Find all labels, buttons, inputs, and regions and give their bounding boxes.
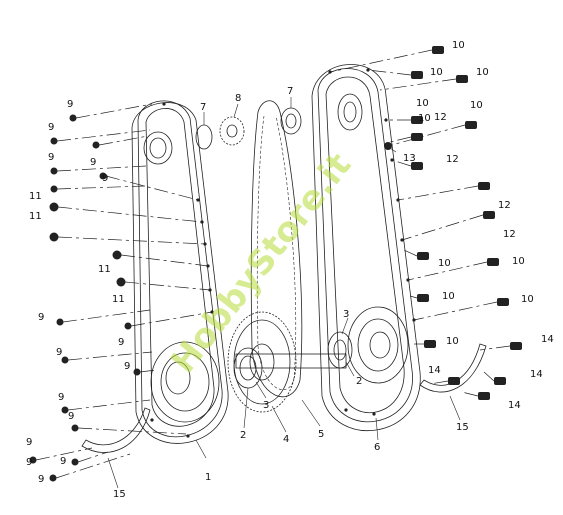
label-part-9: 9 bbox=[124, 361, 130, 372]
guard-arc-right bbox=[419, 343, 487, 393]
upper-bearing-assembly bbox=[195, 107, 302, 150]
label-part-9: 9 bbox=[56, 347, 62, 358]
part-number-labels: 1 2 2 3 3 4 5 6 7 7 8 9 9 9 9 9 9 9 9 9 … bbox=[26, 40, 554, 500]
lower-sprocket bbox=[227, 311, 297, 413]
label-part-9: 9 bbox=[102, 173, 108, 184]
label-part-12: 12 bbox=[434, 112, 447, 123]
label-part-10: 10 bbox=[418, 113, 431, 124]
label-part-13: 13 bbox=[403, 153, 416, 164]
label-part-10: 10 bbox=[430, 67, 443, 78]
left-chain-case-housing bbox=[131, 100, 229, 444]
label-part-1: 1 bbox=[205, 472, 211, 483]
label-part-9: 9 bbox=[26, 457, 32, 468]
right-chain-case-housing bbox=[311, 64, 421, 431]
label-part-3-right: 3 bbox=[343, 309, 349, 320]
label-part-9: 9 bbox=[26, 437, 32, 448]
label-part-11: 11 bbox=[112, 294, 125, 305]
label-part-7-right: 7 bbox=[287, 86, 293, 97]
label-part-9: 9 bbox=[38, 474, 44, 485]
label-part-14: 14 bbox=[530, 369, 543, 380]
label-part-14: 14 bbox=[541, 334, 554, 345]
label-part-9: 9 bbox=[48, 152, 54, 163]
label-part-3-left: 3 bbox=[263, 400, 269, 411]
label-part-10: 10 bbox=[438, 258, 451, 269]
leader-lines bbox=[35, 49, 511, 489]
label-part-10: 10 bbox=[476, 67, 489, 78]
label-part-4: 4 bbox=[283, 434, 289, 445]
label-part-15-right: 15 bbox=[456, 422, 469, 433]
label-part-14: 14 bbox=[508, 400, 521, 411]
label-part-11: 11 bbox=[98, 264, 111, 275]
label-part-11: 11 bbox=[29, 191, 42, 202]
label-part-9: 9 bbox=[58, 392, 64, 403]
label-part-15-left: 15 bbox=[113, 489, 126, 500]
label-part-9: 9 bbox=[67, 99, 73, 110]
label-part-9: 9 bbox=[48, 122, 54, 133]
label-part-9: 9 bbox=[38, 312, 44, 323]
roller-chain bbox=[250, 100, 303, 398]
label-part-6: 6 bbox=[374, 442, 380, 453]
label-part-9: 9 bbox=[90, 157, 96, 168]
label-part-9: 9 bbox=[68, 411, 74, 422]
label-part-12: 12 bbox=[498, 200, 511, 211]
label-part-10: 10 bbox=[446, 336, 459, 347]
fasteners bbox=[29, 46, 522, 482]
label-part-2-right: 2 bbox=[356, 376, 362, 387]
label-part-10: 10 bbox=[442, 291, 455, 302]
label-part-12: 12 bbox=[503, 229, 516, 240]
label-part-10: 10 bbox=[470, 100, 483, 111]
label-part-10: 10 bbox=[512, 256, 525, 267]
label-part-2-left: 2 bbox=[240, 430, 246, 441]
label-part-7-left: 7 bbox=[200, 102, 206, 113]
label-part-9: 9 bbox=[60, 456, 66, 467]
label-part-14: 14 bbox=[428, 365, 441, 376]
watermark-logo: HobbyStore.it bbox=[163, 146, 359, 381]
label-part-8: 8 bbox=[235, 93, 241, 104]
label-part-5: 5 bbox=[318, 429, 324, 440]
label-part-10: 10 bbox=[416, 98, 429, 109]
label-part-12: 12 bbox=[446, 154, 459, 165]
lower-shaft-assembly bbox=[233, 331, 353, 389]
label-part-9: 9 bbox=[118, 337, 124, 348]
label-part-10: 10 bbox=[452, 40, 465, 51]
label-part-10: 10 bbox=[521, 294, 534, 305]
label-part-11: 11 bbox=[29, 211, 42, 222]
